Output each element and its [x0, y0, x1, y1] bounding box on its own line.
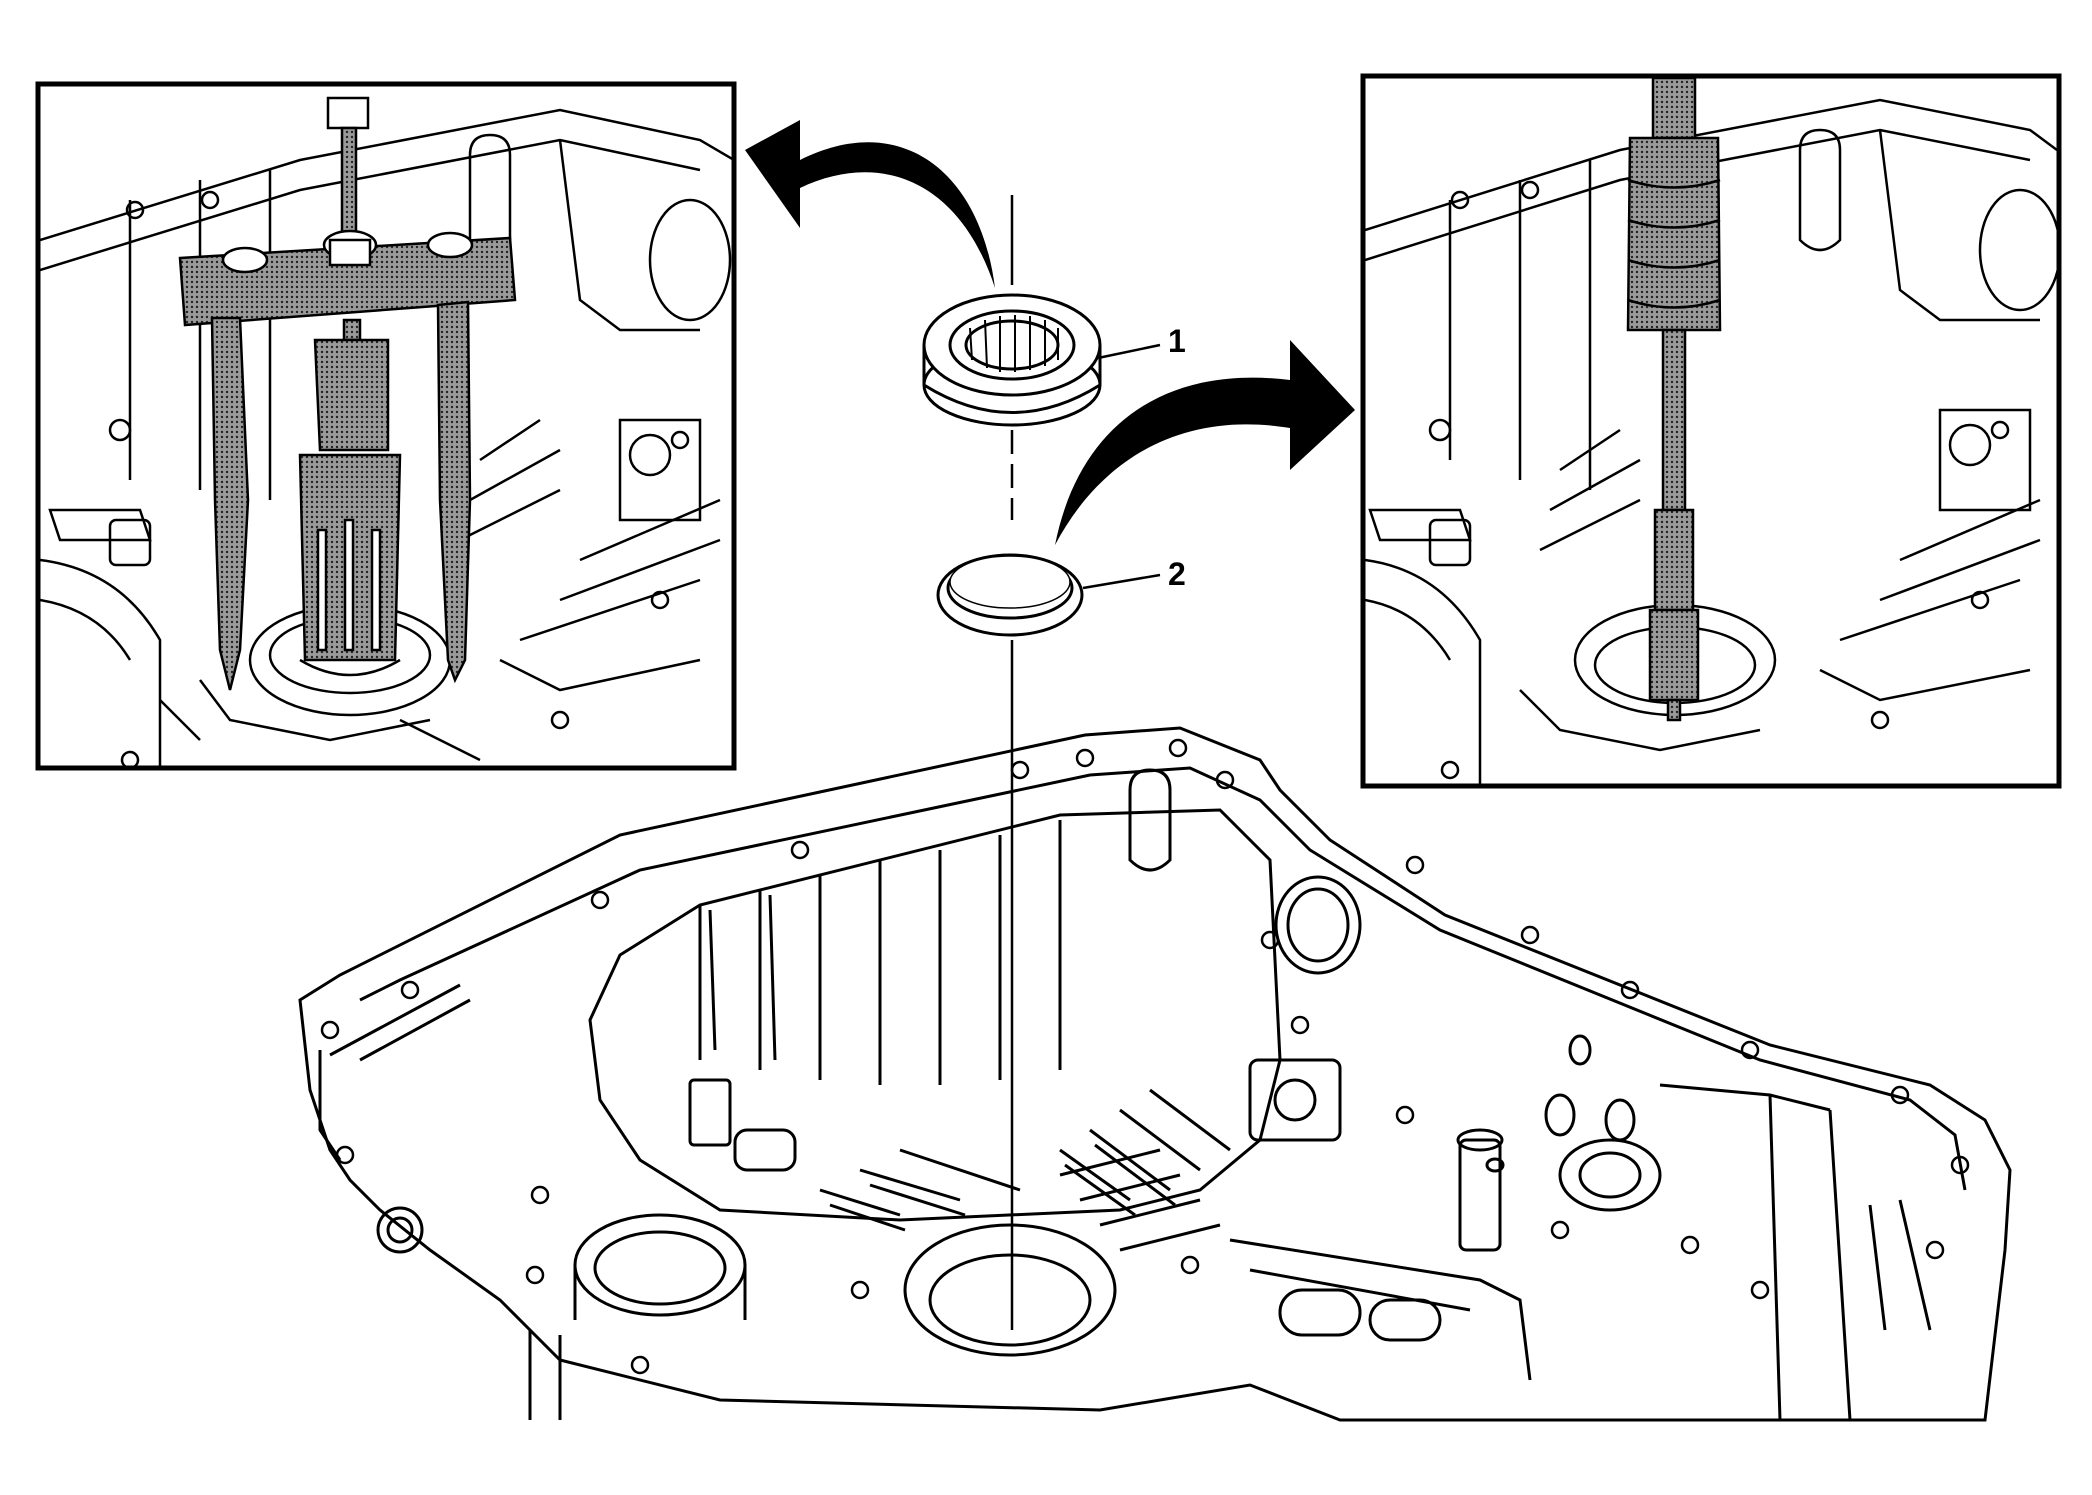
slide-hammer-inset-panel — [1360, 73, 2062, 789]
arrow-right-curved-icon — [1055, 340, 1355, 545]
puller-inset-panel — [35, 81, 737, 771]
puller-tool-icon — [178, 96, 517, 691]
roller-bearing — [922, 293, 1102, 427]
slide-hammer-icon — [1626, 76, 1722, 722]
transmission-case — [298, 726, 2012, 1422]
arrow-left-curved-icon — [745, 120, 995, 288]
callout-leader-lines — [1082, 343, 1161, 590]
callout-1: 1 — [1168, 323, 1186, 359]
callout-2: 2 — [1168, 556, 1186, 592]
bearing-seal — [936, 553, 1084, 637]
flange-bolt-holes — [320, 738, 1970, 1375]
